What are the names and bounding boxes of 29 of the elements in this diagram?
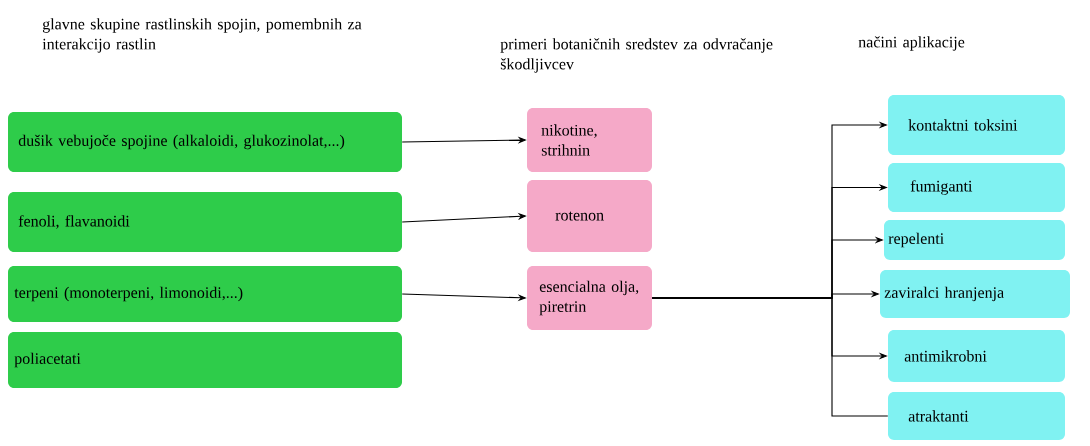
rounded-box: [888, 163, 1065, 212]
box-text: poliacetati: [14, 352, 81, 368]
rounded-box: [888, 392, 1065, 440]
box-text: dušik vebujoče spojine (alkaloidi, glukozinolat,...): [18, 134, 345, 150]
rounded-box: [8, 192, 402, 252]
rounded-box: [888, 95, 1065, 155]
rounded-box: [888, 330, 1065, 382]
box-text: fumiganti: [910, 180, 973, 195]
rounded-box: [880, 270, 1070, 318]
box-text: rotenon: [555, 211, 604, 221]
box-text: kontaktni toksini: [908, 119, 1018, 131]
rounded-box: [8, 266, 402, 322]
box-text: fenoli, flavanoidi: [18, 215, 130, 229]
box-text: antimikrobni: [904, 350, 987, 362]
column-heading: glavne skupine rastlinskih spojin, pomembnih za interakcijo rastlin: [42, 18, 362, 53]
rounded-box: [884, 220, 1065, 260]
box-text: atraktanti: [908, 410, 969, 422]
box-text: zaviralci hranjenja: [884, 286, 1004, 302]
column-heading: načini aplikacije: [858, 36, 965, 51]
rounded-box: [527, 108, 652, 172]
rounded-box: [527, 180, 652, 252]
box-text: nikotine, strihnin: [541, 124, 597, 156]
rounded-box: [8, 112, 402, 172]
box-text: repelenti: [888, 232, 944, 248]
box-text: terpeni (monoterpeni, limonoidi,...): [14, 286, 243, 302]
box-text: esencialna olja, piretrin: [539, 280, 639, 316]
rounded-box: [8, 332, 402, 388]
column-heading: primeri botaničnih sredstev za odvračanje škodljivcev: [500, 38, 773, 73]
rounded-box: [527, 266, 652, 330]
